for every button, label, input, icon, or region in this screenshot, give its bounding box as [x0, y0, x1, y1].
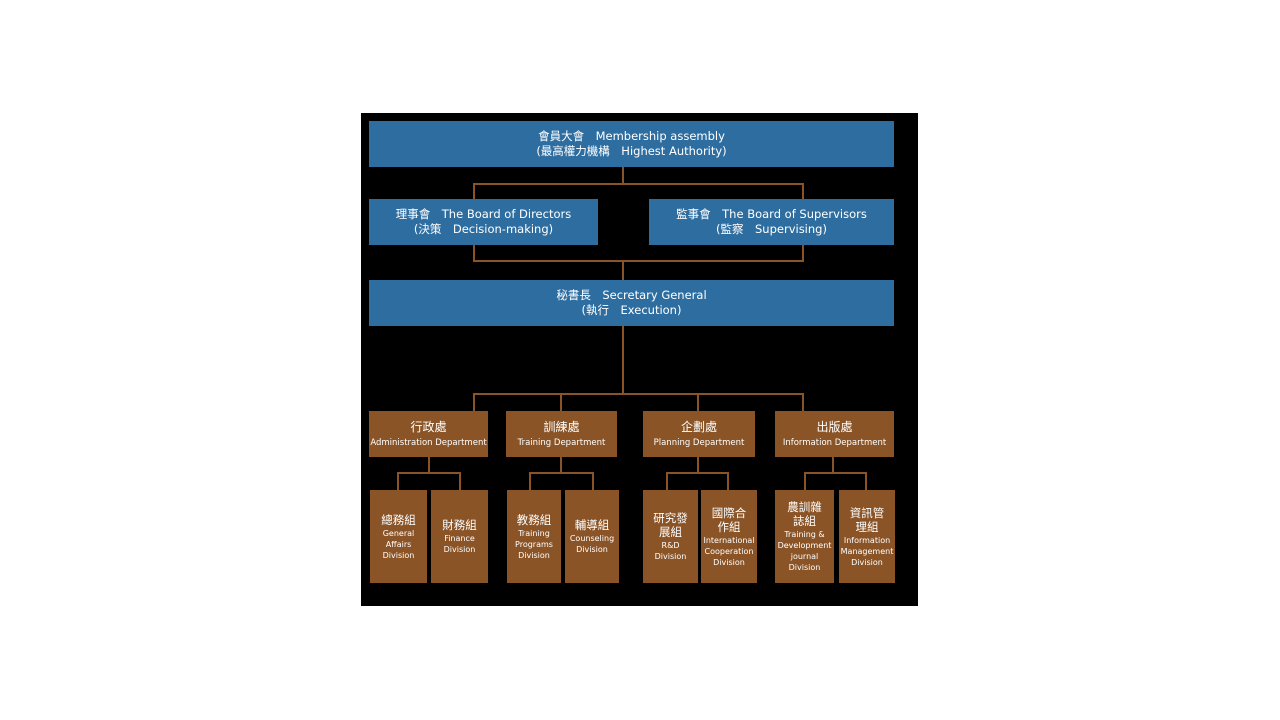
connector-line — [727, 472, 729, 490]
connector-line — [459, 472, 461, 490]
connector-line — [832, 457, 834, 473]
division-international-cooperation: 國際合作組 International Cooperation Division — [701, 490, 757, 583]
division-zh: 總務組 — [381, 512, 416, 527]
division-en: International Cooperation Division — [703, 535, 755, 567]
connector-line — [473, 260, 804, 262]
connector-line — [560, 393, 562, 411]
division-zh: 教務組 — [516, 512, 552, 527]
connector-line — [804, 472, 806, 490]
division-counseling: 輔導組 Counseling Division — [565, 490, 619, 583]
connector-line — [802, 245, 804, 261]
connector-line — [697, 393, 699, 411]
division-en: R&D Division — [654, 541, 687, 561]
secretary-general-subtitle: (執行 Execution) — [581, 303, 682, 317]
connector-line — [473, 393, 475, 411]
department-planning: 企劃處 Planning Department — [643, 411, 755, 457]
connector-line — [473, 183, 804, 185]
connector-line — [802, 393, 804, 411]
connector-line — [666, 472, 668, 490]
connector-line — [529, 472, 594, 474]
division-en: Training Programs Division — [515, 528, 553, 560]
membership-assembly-title: 會員大會 Membership assembly — [538, 129, 725, 143]
department-zh: 企劃處 — [680, 419, 717, 434]
department-zh: 出版處 — [816, 419, 853, 434]
board-of-directors-title: 理事會 The Board of Directors — [395, 207, 572, 221]
department-information: 出版處 Information Department — [775, 411, 894, 457]
connector-line — [473, 393, 804, 395]
department-en: Information Department — [782, 437, 887, 448]
division-en: Counseling Division — [569, 534, 615, 554]
membership-assembly-subtitle: (最高權力機構 Highest Authority) — [536, 144, 727, 158]
connector-line — [592, 472, 594, 490]
division-training-programs: 教務組 Training Programs Division — [507, 490, 561, 583]
division-zh: 研究發展組 — [653, 511, 688, 539]
connector-line — [622, 260, 624, 280]
division-general-affairs: 總務組 General Affairs Division — [370, 490, 427, 583]
connector-line — [473, 245, 475, 261]
division-en: Training & Development journal Division — [777, 530, 832, 572]
connector-line — [697, 457, 699, 473]
division-en: Information Management Division — [840, 535, 894, 567]
connector-line — [802, 183, 804, 199]
membership-assembly-box: 會員大會 Membership assembly (最高權力機構 Highest… — [369, 121, 894, 167]
division-zh: 輔導組 — [574, 518, 610, 532]
board-of-supervisors-title: 監事會 The Board of Supervisors — [676, 207, 867, 221]
board-of-directors-subtitle: (決策 Decision-making) — [413, 222, 554, 236]
division-zh: 國際合作組 — [711, 505, 747, 534]
connector-line — [666, 472, 729, 474]
secretary-general-box: 秘書長 Secretary General (執行 Execution) — [369, 280, 894, 326]
division-zh: 財務組 — [442, 518, 477, 532]
department-zh: 行政處 — [410, 419, 447, 434]
connector-line — [397, 472, 399, 490]
connector-line — [560, 457, 562, 473]
org-chart: 會員大會 Membership assembly (最高權力機構 Highest… — [361, 113, 918, 606]
department-training: 訓練處 Training Department — [506, 411, 617, 457]
division-rd: 研究發展組 R&D Division — [643, 490, 698, 583]
division-en: General Affairs Division — [382, 528, 415, 560]
connector-line — [865, 472, 867, 490]
department-en: Administration Department — [370, 437, 487, 448]
division-zh: 農訓雜誌組 — [787, 500, 822, 528]
connector-line — [529, 472, 531, 490]
connector-line — [804, 472, 867, 474]
division-en: Finance Division — [443, 534, 476, 554]
department-en: Planning Department — [653, 437, 745, 448]
division-information-management: 資訊管理組 Information Management Division — [839, 490, 895, 583]
board-of-supervisors-subtitle: (監察 Supervising) — [716, 222, 827, 236]
division-finance: 財務組 Finance Division — [431, 490, 488, 583]
board-of-supervisors-box: 監事會 The Board of Supervisors (監察 Supervi… — [649, 199, 894, 245]
secretary-general-title: 秘書長 Secretary General — [556, 288, 707, 302]
connector-line — [622, 166, 624, 183]
department-zh: 訓練處 — [543, 419, 580, 434]
connector-line — [397, 472, 461, 474]
department-en: Training Department — [517, 437, 606, 448]
connector-line — [622, 326, 624, 394]
department-administration: 行政處 Administration Department — [369, 411, 488, 457]
division-zh: 資訊管理組 — [849, 505, 885, 534]
division-training-development-journal: 農訓雜誌組 Training & Development journal Div… — [775, 490, 834, 583]
connector-line — [473, 183, 475, 199]
board-of-directors-box: 理事會 The Board of Directors (決策 Decision-… — [369, 199, 598, 245]
connector-line — [428, 457, 430, 473]
